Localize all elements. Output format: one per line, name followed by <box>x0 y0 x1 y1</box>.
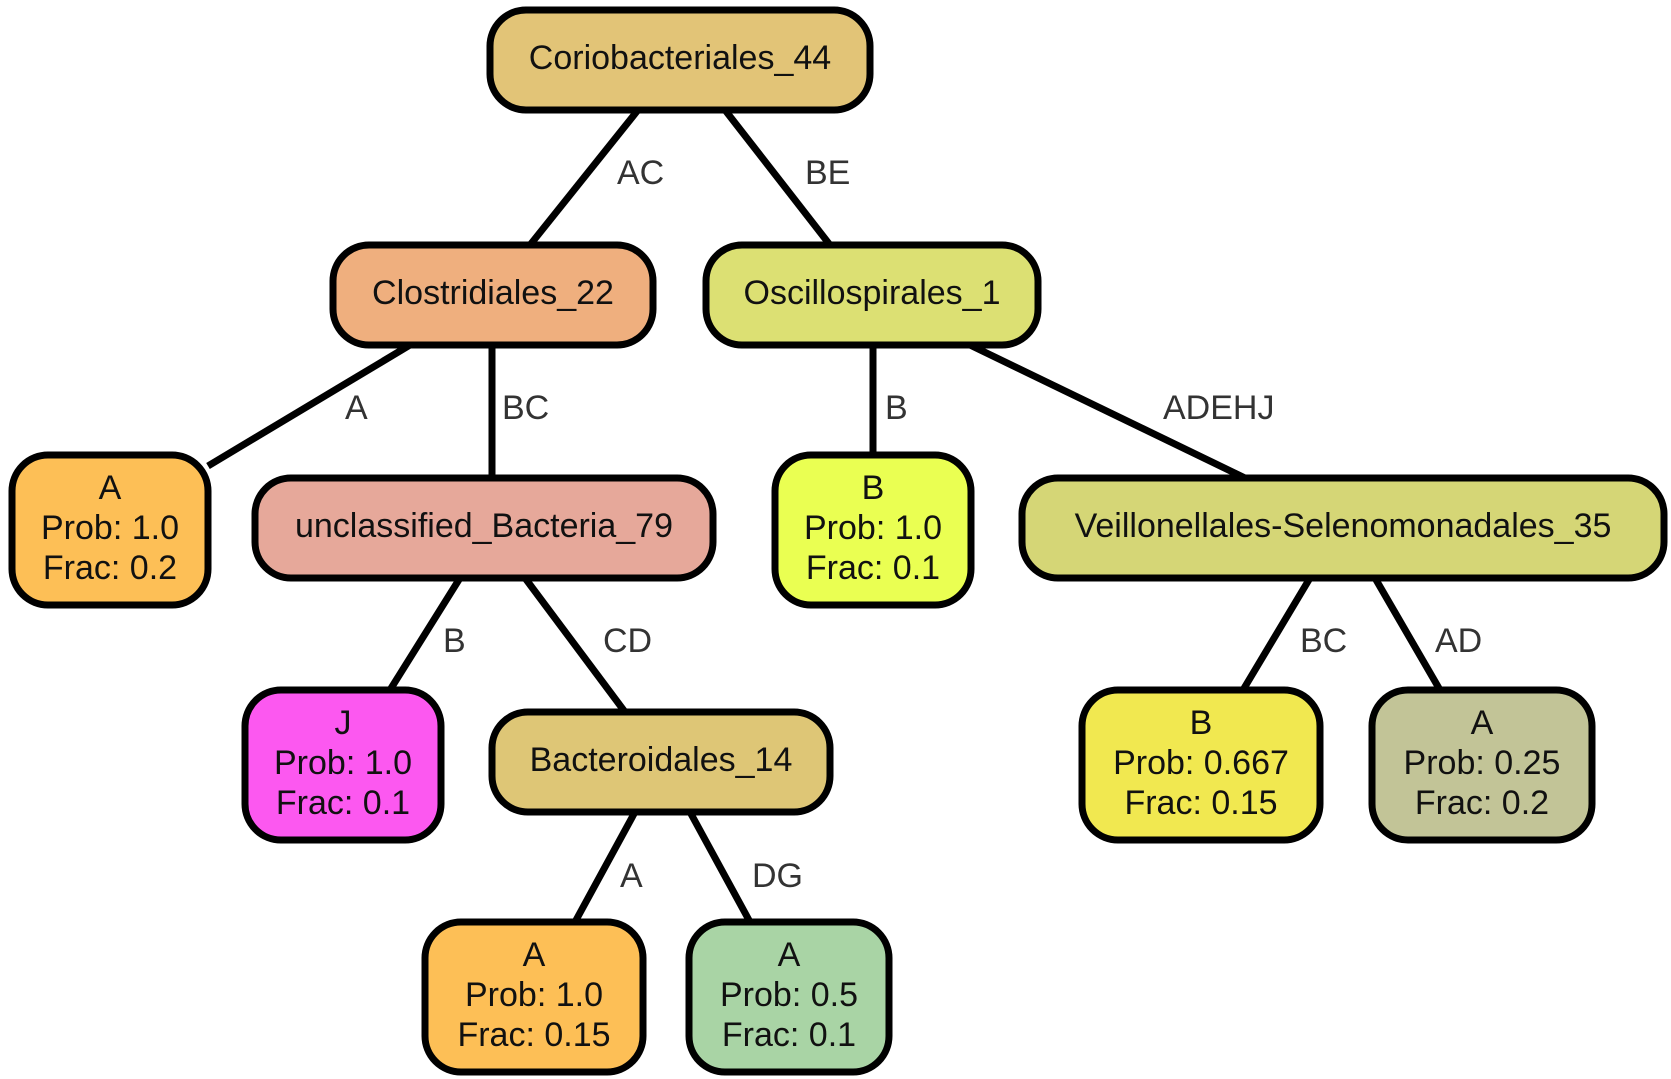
node-veil: Veillonellales-Selenomonadales_35 <box>1018 474 1668 582</box>
node-label-osc: Oscillospirales_1 <box>744 274 1001 312</box>
node-label-bact: Bacteroidales_14 <box>530 741 793 779</box>
edge-veil-leafA4 <box>1371 576 1444 692</box>
node-osc: Oscillospirales_1 <box>702 241 1042 349</box>
edge-veil-leafB2 <box>1239 576 1314 692</box>
node-line-0-leafA2: A <box>523 936 546 974</box>
node-line-0-leafJ: J <box>335 704 352 742</box>
node-line-0-leafA4: A <box>1471 704 1494 742</box>
node-line-0-leafB2: B <box>1190 704 1213 742</box>
node-line-2-leafA4: Frac: 0.2 <box>1415 784 1549 822</box>
node-uncl: unclassified_Bacteria_79 <box>251 474 717 582</box>
node-line-0-leafA1: A <box>99 469 122 507</box>
node-line-2-leafA3: Frac: 0.1 <box>722 1016 856 1054</box>
edge-label-bact-leafA2: A <box>620 857 643 895</box>
node-box-osc <box>702 241 1042 349</box>
edge-uncl-leafJ <box>387 576 463 692</box>
edge-label-osc-leafB1: B <box>885 389 908 427</box>
node-line-0-leafA3: A <box>778 936 801 974</box>
edge-label-veil-leafB2: BC <box>1300 622 1347 660</box>
edge-label-bact-leafA3: DG <box>752 857 803 895</box>
edge-root-osc <box>722 107 833 248</box>
edge-label-uncl-bact: CD <box>603 622 652 660</box>
node-box-root <box>486 6 874 114</box>
node-label-uncl: unclassified_Bacteria_79 <box>295 507 673 545</box>
node-line-1-leafJ: Prob: 1.0 <box>274 744 412 782</box>
edge-label-osc-veil: ADEHJ <box>1163 389 1274 427</box>
edge-label-clos-uncl: BC <box>502 389 549 427</box>
node-label-clos: Clostridiales_22 <box>372 274 614 312</box>
edge-osc-veil <box>968 341 1247 482</box>
edge-labels-layer: AC BE A BC B ADEHJ B CD BC AD A DG <box>345 154 1482 895</box>
node-bact: Bacteroidales_14 <box>488 708 834 816</box>
edge-bact-leafA2 <box>571 810 639 924</box>
edges-layer <box>206 107 1444 924</box>
node-box-clos <box>329 241 657 349</box>
node-box-uncl <box>251 474 717 582</box>
node-box-leafA4 <box>1368 686 1596 844</box>
edge-clos-leafA1 <box>206 341 412 470</box>
node-box-leafA2 <box>421 918 647 1076</box>
node-box-bact <box>488 708 834 816</box>
node-line-2-leafA1: Frac: 0.2 <box>43 549 177 587</box>
node-box-leafA3 <box>685 918 893 1076</box>
node-label-root: Coriobacteriales_44 <box>529 39 831 77</box>
node-line-1-leafB2: Prob: 0.667 <box>1113 744 1289 782</box>
node-label-veil: Veillonellales-Selenomonadales_35 <box>1075 507 1612 545</box>
node-box-leafB2 <box>1078 686 1324 844</box>
node-line-2-leafB2: Frac: 0.15 <box>1124 784 1277 822</box>
node-box-leafB1 <box>771 451 975 609</box>
node-line-1-leafA1: Prob: 1.0 <box>41 509 179 547</box>
node-clos: Clostridiales_22 <box>329 241 657 349</box>
node-line-1-leafA2: Prob: 1.0 <box>465 976 603 1014</box>
edge-label-root-osc: BE <box>805 154 850 192</box>
node-box-veil <box>1018 474 1668 582</box>
node-line-1-leafB1: Prob: 1.0 <box>804 509 942 547</box>
node-line-2-leafB1: Frac: 0.1 <box>806 549 940 587</box>
node-line-1-leafA4: Prob: 0.25 <box>1404 744 1561 782</box>
edge-label-clos-leafA1: A <box>345 389 368 427</box>
node-line-2-leafJ: Frac: 0.1 <box>276 784 410 822</box>
edge-label-uncl-leafJ: B <box>443 622 466 660</box>
node-line-1-leafA3: Prob: 0.5 <box>720 976 858 1014</box>
edge-label-veil-leafA4: AD <box>1435 622 1482 660</box>
node-box-leafJ <box>241 686 445 844</box>
edge-root-clos <box>527 107 641 248</box>
edge-label-root-clos: AC <box>617 154 664 192</box>
node-line-2-leafA2: Frac: 0.15 <box>457 1016 610 1054</box>
node-root: Coriobacteriales_44 <box>486 6 874 114</box>
node-line-0-leafB1: B <box>862 469 885 507</box>
node-box-leafA1 <box>8 451 212 609</box>
edge-bact-leafA3 <box>686 810 754 924</box>
edge-uncl-bact <box>522 575 628 715</box>
